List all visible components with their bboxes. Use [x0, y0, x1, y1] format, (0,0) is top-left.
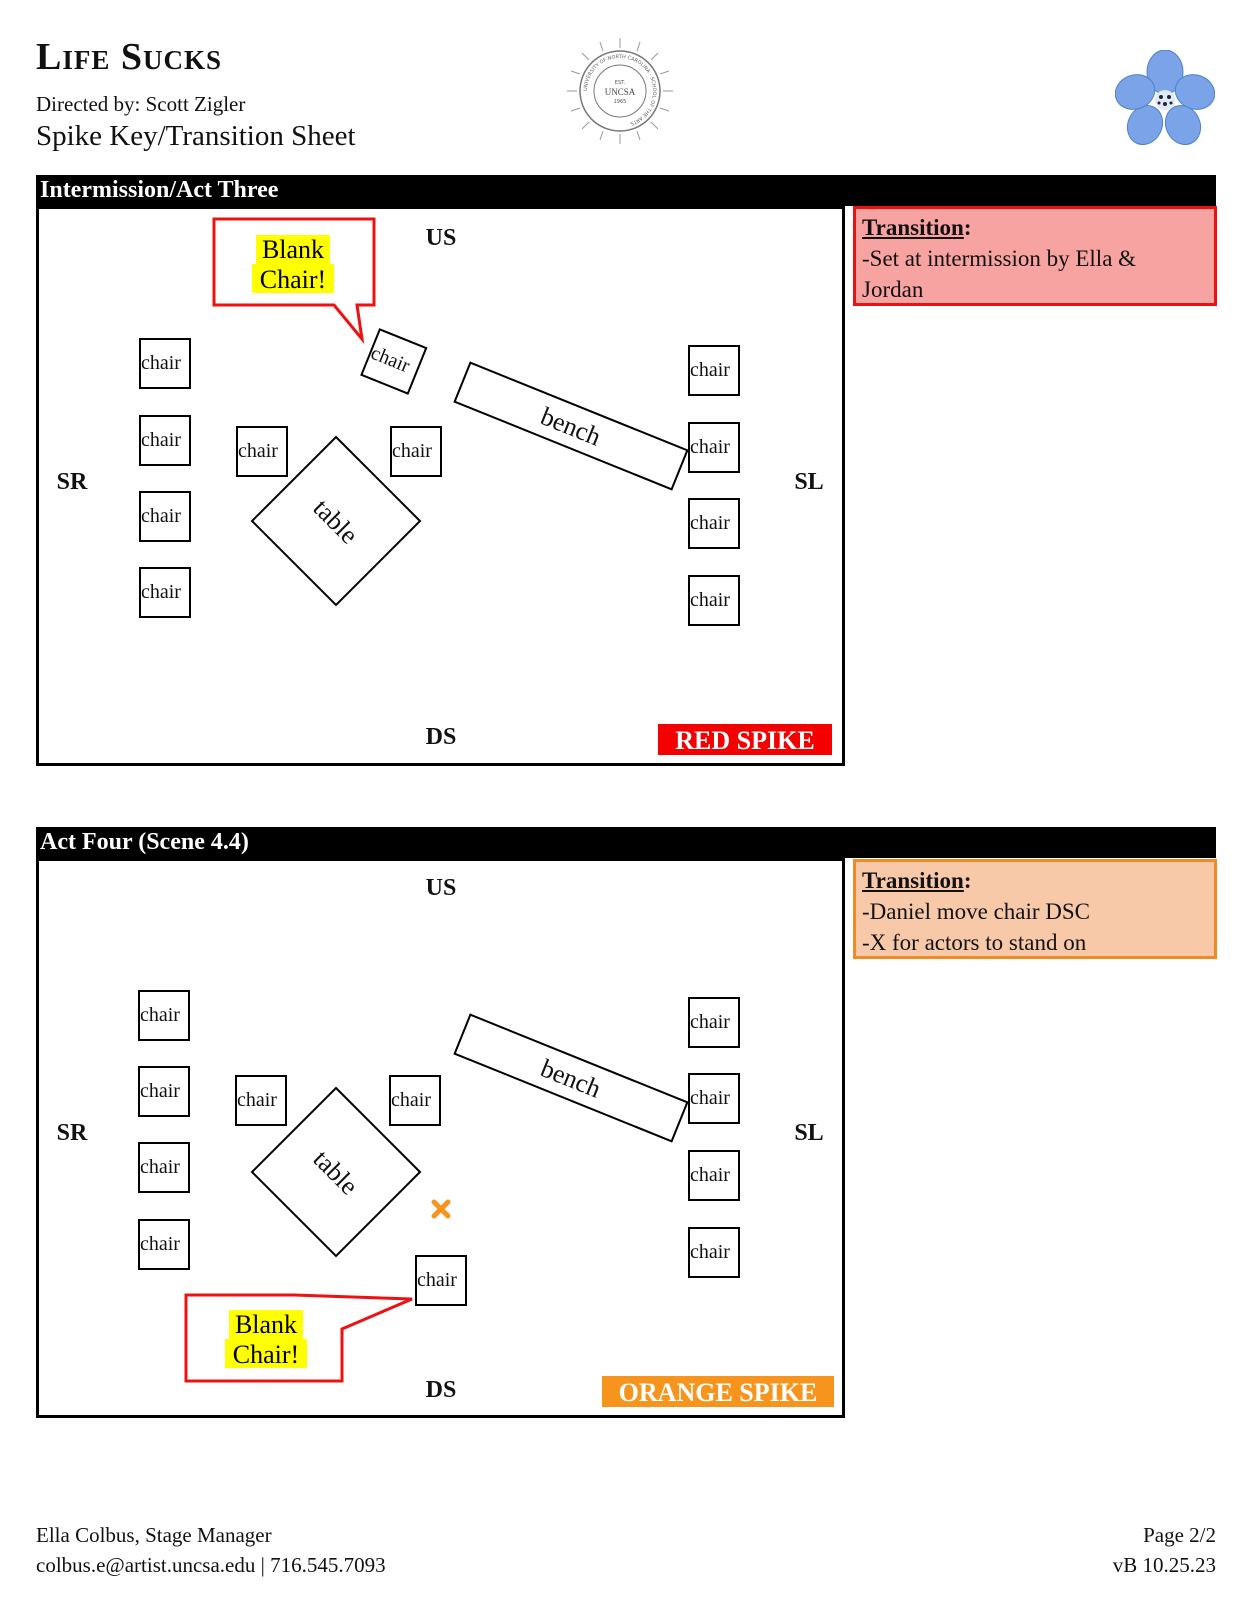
svg-text:chair: chair	[141, 581, 181, 603]
orange-spike-swatch	[602, 1376, 834, 1407]
seal-name: UNCSA	[605, 87, 636, 97]
svg-text:chair: chair	[417, 1269, 457, 1291]
chair: chair	[389, 1075, 441, 1126]
svg-text:chair: chair	[140, 1233, 180, 1255]
transition-line: -Set at intermission by Ella &	[862, 246, 1137, 271]
production-title: Life Sucks	[36, 36, 223, 78]
callout-line-2: Chair!	[233, 1340, 299, 1369]
stage-manager-name: Ella Colbus, Stage Manager	[36, 1523, 272, 1547]
chair: chair	[235, 1075, 287, 1126]
seal-est: EST.	[615, 80, 626, 86]
chair: chair	[138, 990, 190, 1041]
transition-line: -X for actors to stand on	[862, 930, 1087, 955]
blank-chair-callout: Blank Chair!	[212, 217, 376, 345]
svg-text:chair: chair	[140, 1156, 180, 1178]
label-upstage: US	[426, 875, 457, 901]
stage-diagram-act-three: US DS SR SL chair chair chair chair chai…	[36, 206, 845, 766]
chair: chair	[390, 426, 442, 477]
blank-chair: chair	[360, 328, 428, 395]
svg-text:chair: chair	[392, 440, 432, 462]
svg-text:chair: chair	[141, 505, 181, 527]
blank-chair-callout: Blank Chair!	[184, 1293, 413, 1383]
svg-text:chair: chair	[690, 436, 730, 458]
footer-contact-block: Ella Colbus, Stage Manager colbus.e@arti…	[36, 1520, 386, 1580]
svg-text:chair: chair	[237, 1089, 277, 1111]
transition-box-act-three: Transition: -Set at intermission by Ella…	[853, 206, 1217, 306]
label-stage-left: SL	[794, 1120, 823, 1146]
label-stage-right: SR	[57, 469, 88, 495]
label-stage-left: SL	[794, 469, 823, 495]
chair: chair	[688, 1227, 740, 1278]
table: table	[250, 435, 422, 607]
transition-heading: Transition:	[862, 215, 972, 240]
chair: chair	[139, 415, 191, 466]
blank-chair: chair	[415, 1255, 467, 1306]
chair: chair	[138, 1142, 190, 1193]
chair: chair	[139, 567, 191, 618]
page-number: Page 2/2	[1143, 1523, 1216, 1547]
chair: chair	[688, 1150, 740, 1201]
stage-border	[36, 858, 845, 1418]
uncsa-seal-logo: UNIVERSITY OF NORTH CAROLINA · SCHOOL OF…	[567, 38, 673, 144]
chair: chair	[688, 498, 740, 549]
svg-text:chair: chair	[391, 1089, 431, 1111]
svg-text:chair: chair	[690, 1087, 730, 1109]
stage-border	[36, 206, 845, 766]
chair: chair	[688, 345, 740, 396]
transition-line: Jordan	[862, 277, 924, 302]
director-credit: Directed by: Scott Zigler	[36, 92, 246, 116]
transition-heading: Transition:	[862, 868, 972, 893]
seal-year: 1965	[614, 99, 627, 105]
svg-text:chair: chair	[690, 512, 730, 534]
callout-line-1: Blank	[235, 1310, 297, 1339]
chair: chair	[139, 491, 191, 542]
svg-text:chair: chair	[238, 440, 278, 462]
svg-text:chair: chair	[690, 1241, 730, 1263]
section-title-act-four: Act Four (Scene 4.4)	[36, 827, 1216, 858]
callout-line-1: Blank	[262, 235, 324, 264]
orange-spike-label: ORANGE SPIKE	[619, 1378, 818, 1407]
chair: chair	[688, 1073, 740, 1124]
red-spike-swatch	[658, 724, 832, 755]
label-upstage: US	[426, 225, 457, 251]
x-mark-icon	[431, 1199, 451, 1219]
chair: chair	[236, 426, 288, 477]
svg-text:chair: chair	[690, 1011, 730, 1033]
chair: chair	[688, 575, 740, 626]
label-downstage: DS	[426, 1377, 457, 1403]
chair: chair	[138, 1066, 190, 1117]
version-label: vB 10.25.23	[1112, 1553, 1216, 1577]
chair: chair	[688, 997, 740, 1048]
blue-flower-icon	[1115, 50, 1215, 145]
label-downstage: DS	[426, 724, 457, 750]
svg-text:chair: chair	[690, 359, 730, 381]
red-spike-label: RED SPIKE	[675, 726, 814, 755]
contact-info: colbus.e@artist.uncsa.edu | 716.545.7093	[36, 1553, 386, 1577]
transition-line: -Daniel move chair DSC	[862, 899, 1091, 924]
table: table	[250, 1086, 422, 1258]
callout-line-2: Chair!	[260, 265, 326, 294]
chair: chair	[139, 338, 191, 389]
chair: chair	[688, 422, 740, 473]
svg-text:chair: chair	[141, 429, 181, 451]
transition-box-act-four: Transition: -Daniel move chair DSC -X fo…	[853, 859, 1217, 959]
svg-text:chair: chair	[690, 589, 730, 611]
label-stage-right: SR	[57, 1120, 88, 1146]
section-title-act-three: Intermission/Act Three	[36, 175, 1216, 206]
svg-text:chair: chair	[140, 1080, 180, 1102]
chair: chair	[138, 1219, 190, 1270]
svg-text:chair: chair	[690, 1164, 730, 1186]
footer-page-block: Page 2/2 vB 10.25.23	[1113, 1520, 1216, 1580]
svg-text:chair: chair	[140, 1004, 180, 1026]
sheet-title: Spike Key/Transition Sheet	[36, 120, 356, 152]
svg-text:chair: chair	[141, 352, 181, 374]
stage-diagram-act-four: US DS SR SL chair chair chair chair chai…	[36, 858, 845, 1418]
